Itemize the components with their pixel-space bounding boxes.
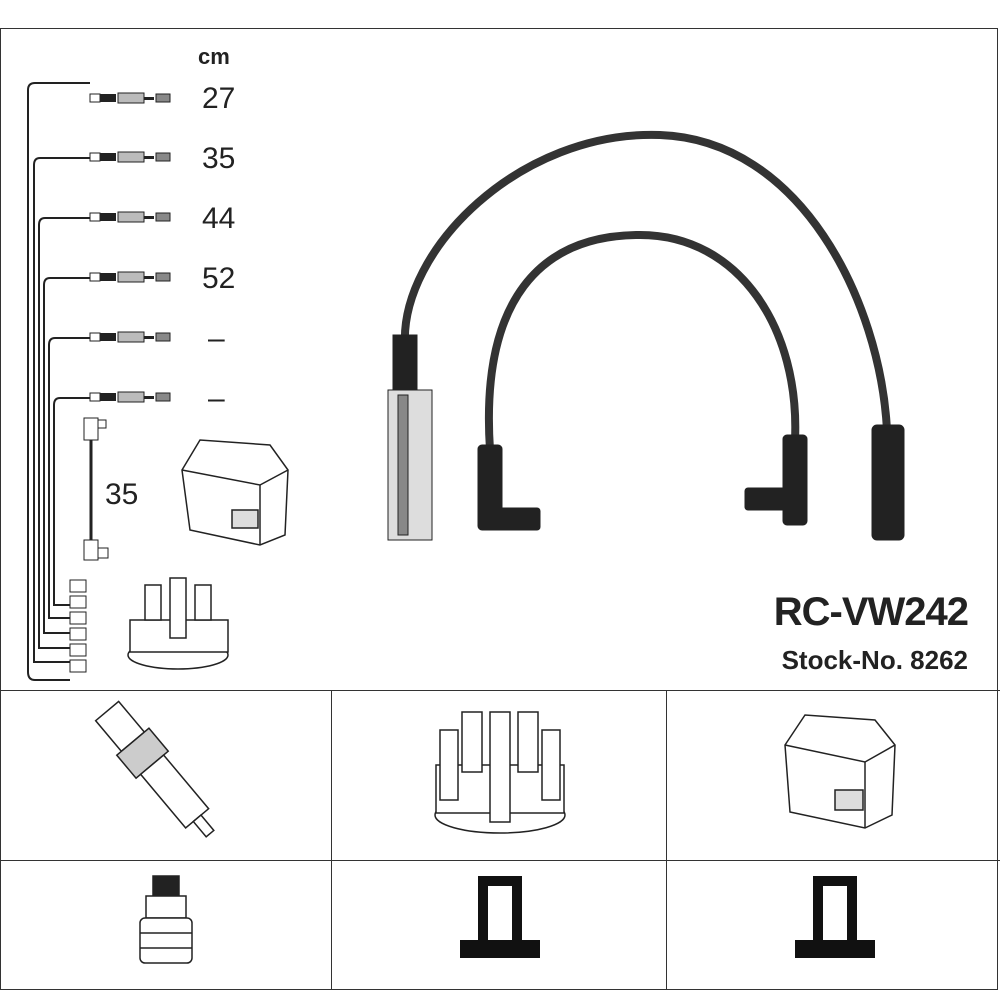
length-label: 35 bbox=[202, 142, 236, 175]
length-label: 44 bbox=[202, 202, 236, 235]
cap-terminal-icon bbox=[460, 876, 540, 958]
ignition-cables bbox=[400, 130, 891, 454]
ignition-coil-icon bbox=[784, 714, 896, 829]
cap-terminals bbox=[69, 579, 87, 673]
spark-plug-icon bbox=[94, 700, 215, 838]
wire-connectors bbox=[89, 92, 171, 403]
divider bbox=[666, 690, 667, 990]
ignition-coil-small bbox=[181, 439, 289, 546]
length-label: 52 bbox=[202, 262, 236, 295]
distributor-cap-small bbox=[127, 577, 229, 670]
coil-lead bbox=[83, 417, 109, 561]
divider bbox=[0, 860, 1000, 861]
distributor-cap-icon bbox=[434, 711, 566, 834]
product-code: RC-VW242 bbox=[773, 590, 969, 634]
stock-number: Stock-No. 8262 bbox=[781, 645, 968, 675]
length-label: – bbox=[208, 382, 225, 415]
diagram-frame bbox=[0, 28, 998, 990]
divider bbox=[331, 690, 332, 990]
unit-label: cm bbox=[198, 44, 230, 69]
cable-boots bbox=[387, 334, 905, 541]
coil-terminal-icon bbox=[795, 876, 875, 958]
length-label: 27 bbox=[202, 82, 236, 115]
divider bbox=[0, 690, 1000, 691]
length-label: – bbox=[208, 322, 225, 355]
plug-connector-icon bbox=[139, 875, 193, 964]
coil-lead-length: 35 bbox=[105, 478, 139, 511]
